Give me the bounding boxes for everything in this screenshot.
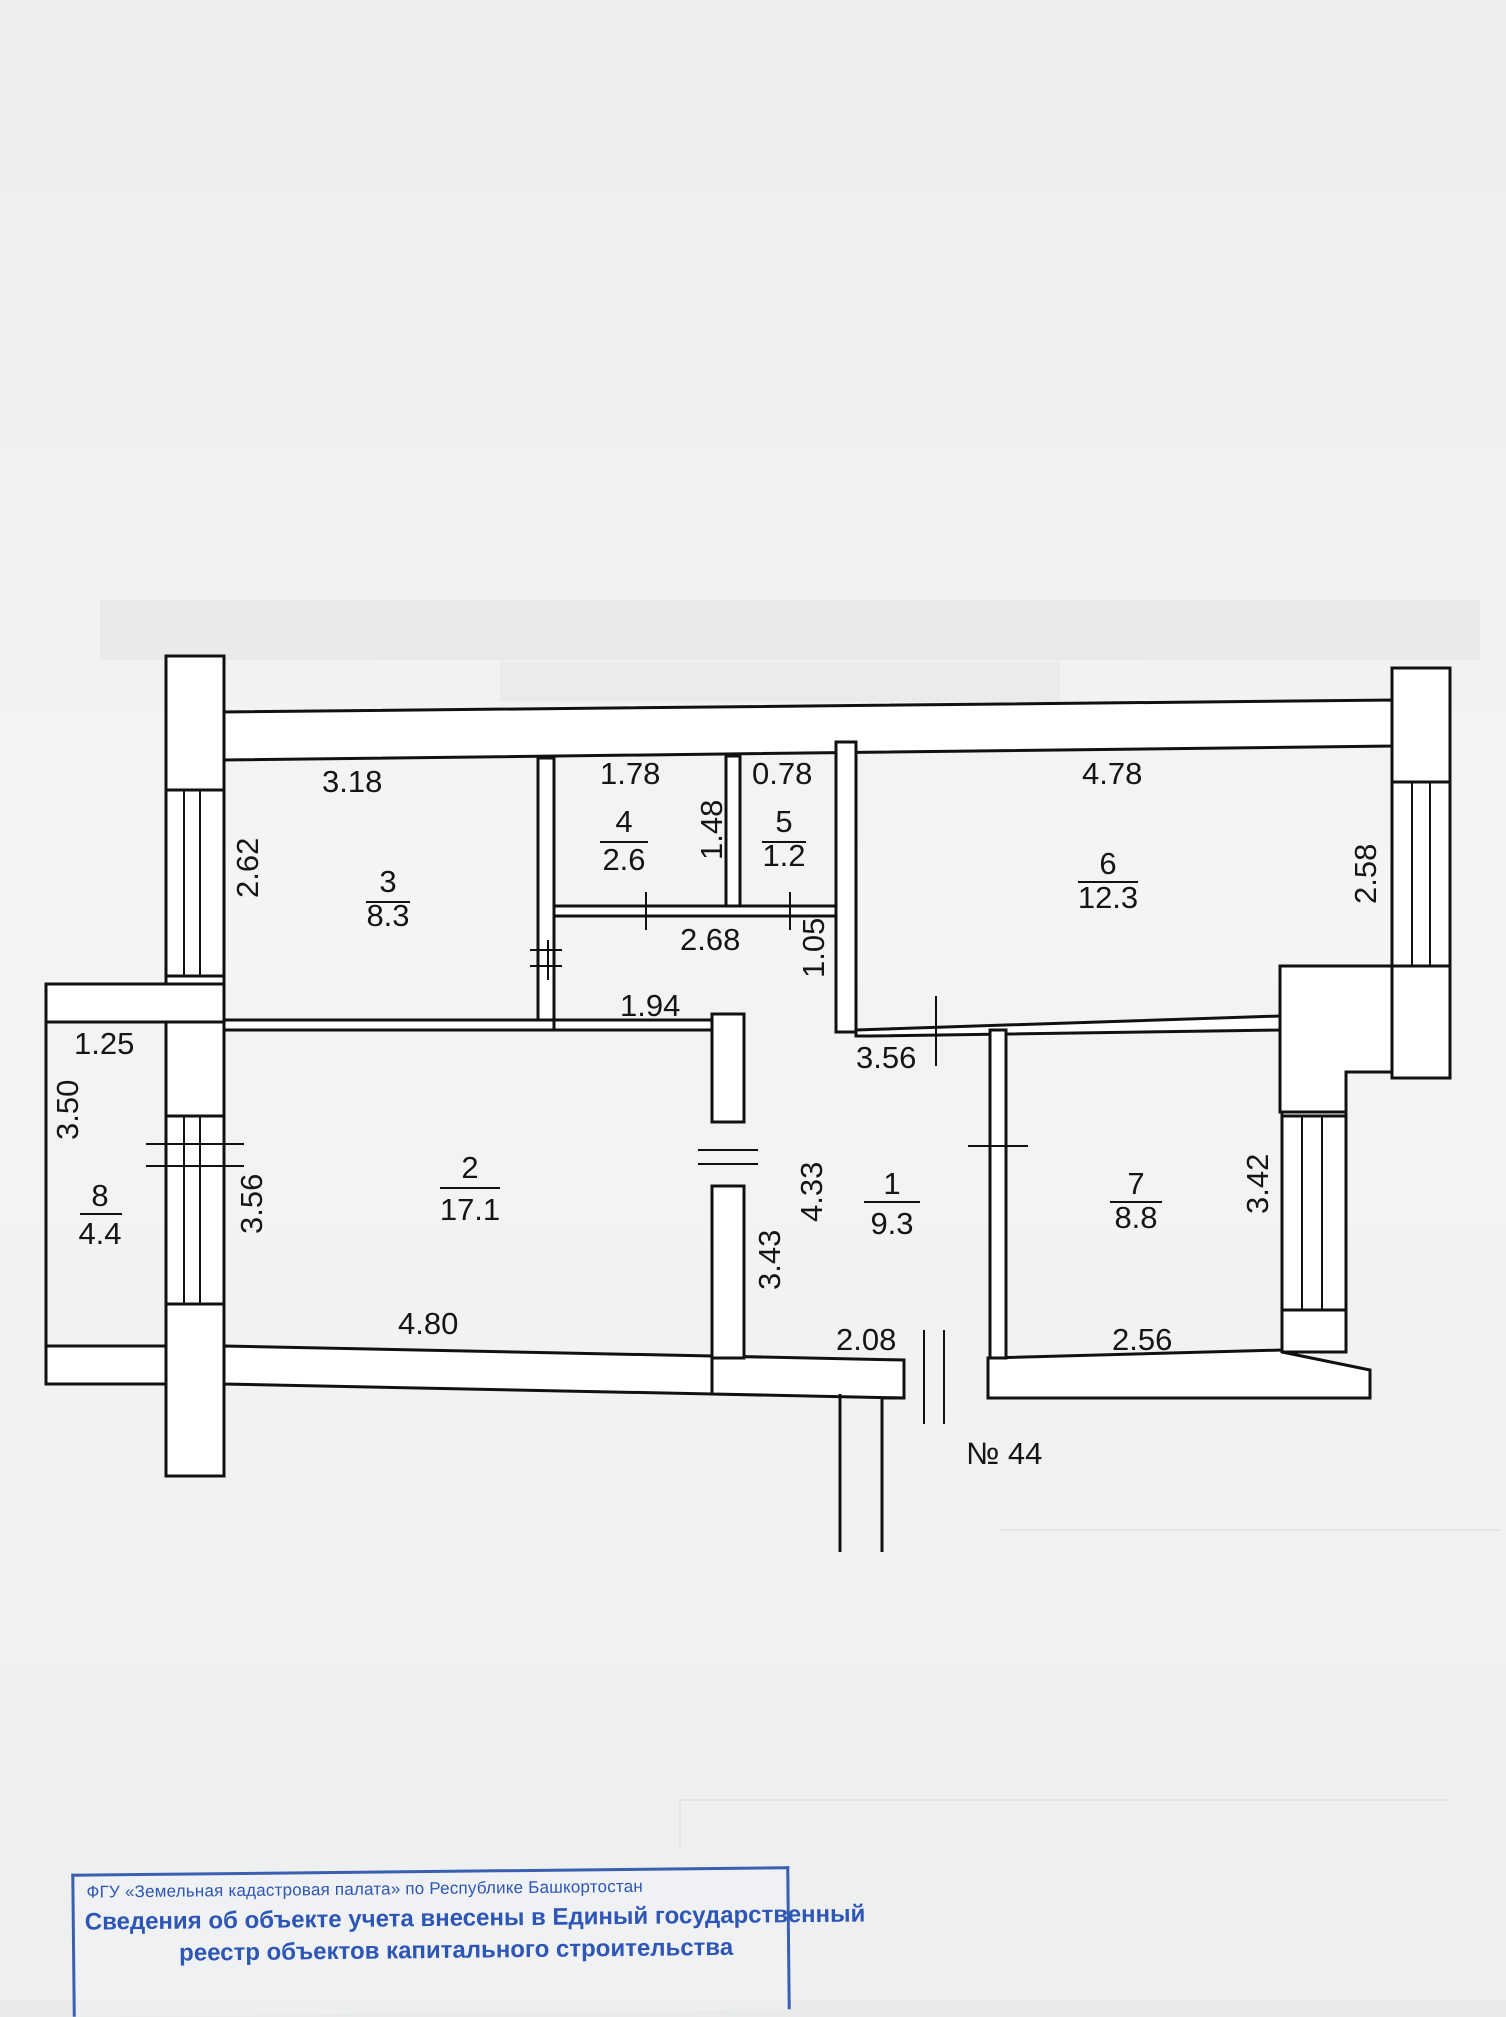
svg-text:8.3: 8.3 [366, 898, 409, 933]
apartment-number: № 44 [966, 1436, 1042, 1471]
svg-text:8: 8 [91, 1178, 108, 1213]
svg-text:4.78: 4.78 [1082, 756, 1142, 791]
svg-text:3.50: 3.50 [50, 1080, 85, 1140]
room-label-6: 6 12.3 [1078, 846, 1138, 915]
svg-text:1.05: 1.05 [796, 918, 831, 978]
paper-artefacts [679, 1529, 1500, 1850]
svg-text:1.94: 1.94 [620, 988, 680, 1023]
svg-text:12.3: 12.3 [1078, 880, 1138, 915]
dimension-labels: 3.18 2.62 1.78 1.48 0.78 4.78 2.58 2.6 8 … [50, 756, 1383, 1357]
svg-text:2: 2 [461, 1150, 478, 1185]
svg-text:2.6: 2.6 [602, 842, 645, 877]
room-label-8: 8 4.4 [78, 1178, 122, 1251]
room-label-7: 7 8.8 [1110, 1166, 1162, 1235]
svg-text:8.8: 8.8 [1114, 1200, 1157, 1235]
wall-hall-r7 [988, 1028, 1008, 1360]
wall-r5-hall [834, 740, 858, 1034]
wall-hall-r6 [854, 1014, 1282, 1038]
wall-r3-corridor [536, 756, 556, 1022]
svg-text:1: 1 [883, 1166, 900, 1201]
svg-text:5: 5 [775, 804, 792, 839]
svg-text:7: 7 [1127, 1166, 1144, 1201]
wall-bottom-right [986, 1348, 1372, 1400]
svg-text:2.68: 2.68 [680, 922, 740, 957]
room-label-3: 3 8.3 [366, 864, 410, 933]
window-room3 [164, 788, 226, 978]
window-room7 [1280, 1114, 1348, 1312]
svg-text:2.08: 2.08 [836, 1322, 896, 1357]
svg-text:2.56: 2.56 [1112, 1322, 1172, 1357]
wall-bottom-left [222, 1344, 714, 1396]
wall-r4-bottom [552, 904, 838, 918]
svg-text:17.1: 17.1 [440, 1192, 500, 1227]
svg-text:0.78: 0.78 [752, 756, 812, 791]
stamp-line-1: ФГУ «Земельная кадастровая палата» по Ре… [86, 1876, 644, 1902]
wall-r3-r2 [222, 1018, 558, 1032]
svg-text:4.80: 4.80 [398, 1306, 458, 1341]
svg-text:6: 6 [1099, 846, 1116, 881]
wall-r2-hall [710, 1184, 746, 1360]
stamp-line-3: реестр объектов капитального строительст… [178, 1933, 734, 1967]
svg-text:9.3: 9.3 [870, 1206, 913, 1241]
room-label-1: 1 9.3 [864, 1166, 920, 1241]
wall-bottom-mid [710, 1354, 906, 1400]
registration-stamp: ФГУ «Земельная кадастровая палата» по Ре… [71, 1866, 865, 2017]
svg-text:3.42: 3.42 [1240, 1154, 1275, 1214]
wall-right-bottom [1280, 1308, 1348, 1354]
room-label-4: 4 2.6 [600, 804, 648, 877]
svg-text:2.62: 2.62 [230, 838, 265, 898]
balcony-frame-top [44, 982, 226, 1024]
svg-text:2.58: 2.58 [1348, 844, 1383, 904]
svg-text:1.78: 1.78 [600, 756, 660, 791]
svg-text:1.25: 1.25 [74, 1026, 134, 1061]
window-room6 [1390, 780, 1452, 968]
window-room2 [146, 1114, 244, 1306]
svg-text:3.43: 3.43 [752, 1230, 787, 1290]
stamp-line-2: Сведения об объекте учета внесены в Един… [84, 1900, 866, 1936]
wall-right-step [1278, 964, 1394, 1114]
room-label-2: 2 17.1 [440, 1150, 500, 1227]
door-marks [530, 892, 1028, 1424]
svg-text:3.56: 3.56 [856, 1040, 916, 1075]
svg-text:1.48: 1.48 [694, 800, 729, 860]
room-label-5: 5 1.2 [762, 804, 806, 873]
svg-text:3: 3 [379, 864, 396, 899]
wall-top [220, 698, 1396, 762]
svg-text:4.4: 4.4 [78, 1216, 121, 1251]
svg-text:1.2: 1.2 [762, 838, 805, 873]
show-through-text [100, 600, 1480, 702]
svg-text:4: 4 [615, 804, 632, 839]
svg-text:4.33: 4.33 [794, 1162, 829, 1222]
svg-text:3.56: 3.56 [234, 1174, 269, 1234]
pillar-hall [710, 1012, 746, 1124]
svg-text:3.18: 3.18 [322, 764, 382, 799]
